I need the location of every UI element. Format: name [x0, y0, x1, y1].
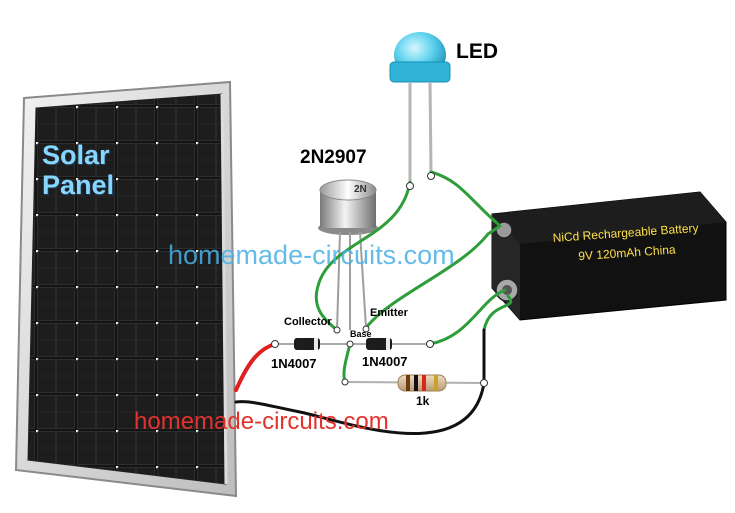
wire-diode-to-battery-top — [428, 288, 507, 346]
transistor-marking: 2N — [354, 184, 367, 195]
wire-led-to-collector — [314, 180, 412, 332]
led — [389, 32, 451, 182]
diode-left — [275, 338, 350, 350]
solar-label-line1: Solar — [42, 140, 110, 170]
led-lead-right — [428, 81, 433, 173]
collector-label: Collector — [284, 316, 332, 328]
watermark-bottom: homemade-circuits.com — [134, 408, 389, 435]
diode-left-label: 1N4007 — [271, 356, 317, 371]
solar-label-line2: Panel — [42, 170, 115, 200]
diode-right-label: 1N4007 — [362, 354, 408, 369]
base-label: Base — [350, 329, 372, 339]
wire-emitter-to-battery — [364, 224, 502, 330]
junctions — [271, 172, 488, 387]
led-label: LED — [456, 40, 498, 63]
wire-led-to-battery — [429, 170, 500, 226]
emitter-label: Emitter — [370, 307, 408, 319]
wire-black-return — [234, 381, 486, 435]
emitter-lead — [359, 231, 367, 329]
solar-panel-label: Solar Panel — [42, 140, 114, 200]
solar-panel — [14, 80, 238, 498]
diode-right — [350, 338, 430, 350]
watermark-top: homemade-circuits.com — [168, 240, 455, 270]
collector-lead — [336, 231, 341, 331]
wire-base-to-resistor — [342, 342, 352, 384]
transistor-2n2907 — [318, 179, 378, 331]
resistor-label: 1k — [416, 394, 430, 408]
wires — [234, 170, 513, 435]
resistor-1k — [344, 374, 485, 392]
transistor-label: 2N2907 — [300, 147, 367, 168]
wire-red-positive — [234, 342, 277, 392]
